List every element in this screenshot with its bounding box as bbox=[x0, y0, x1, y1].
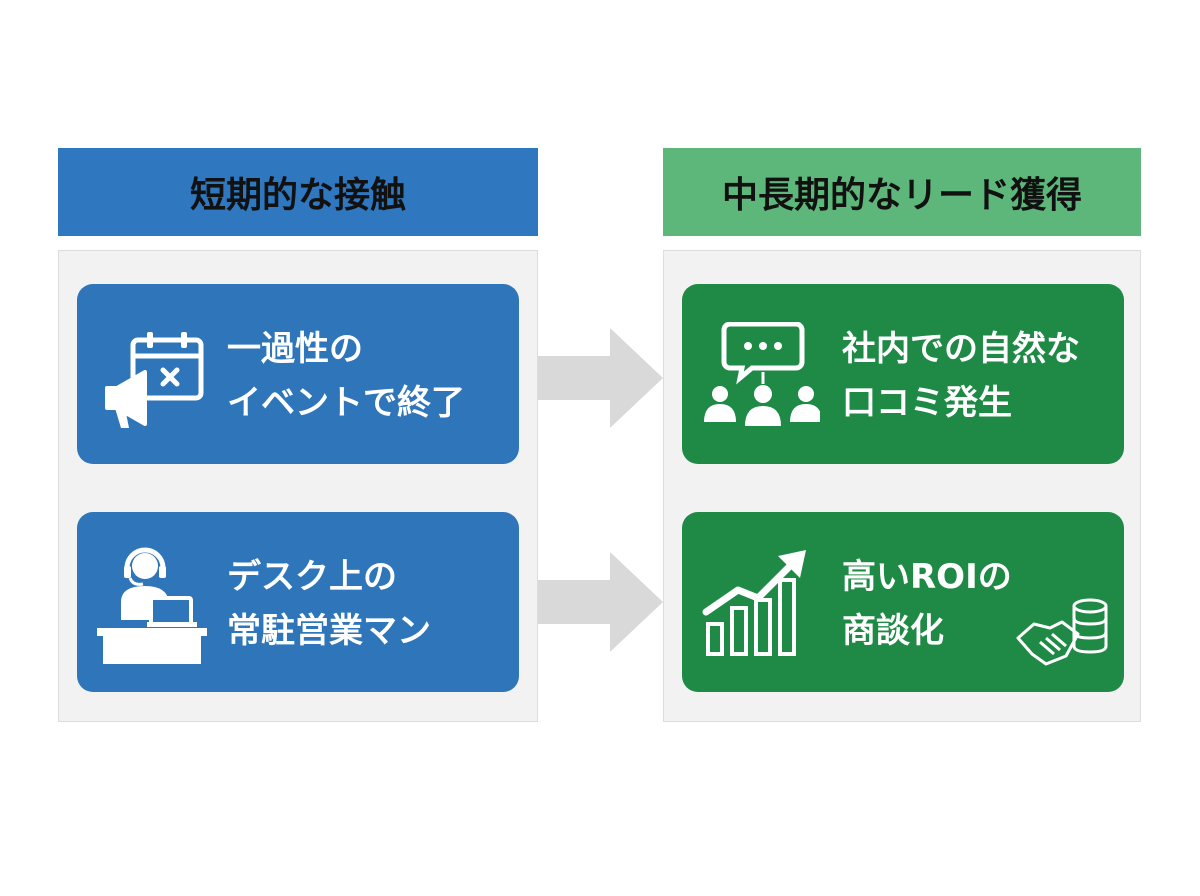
word-of-mouth-people-icon bbox=[704, 322, 820, 426]
one-off-event-card: 一過性の イベントで終了 bbox=[77, 284, 519, 464]
arrow-right-icon bbox=[538, 552, 663, 652]
megaphone-calendar-icon bbox=[105, 332, 204, 428]
short-term-header: 短期的な接触 bbox=[58, 148, 538, 236]
card-text: 一過性の イベントで終了 bbox=[227, 329, 465, 423]
high-roi-deal-card: 高いROIの 商談化 bbox=[682, 512, 1124, 692]
card-text: デスク上の 常駐営業マン bbox=[227, 557, 431, 651]
card-text: 高いROIの 商談化 bbox=[842, 557, 1012, 651]
card-text: 社内での自然な 口コミ発生 bbox=[842, 329, 1080, 423]
growth-chart-icon bbox=[702, 550, 806, 656]
handshake-coins-icon bbox=[1016, 598, 1108, 666]
desk-operator-icon bbox=[97, 547, 207, 664]
long-term-header: 中長期的なリード獲得 bbox=[663, 148, 1141, 236]
arrow-right-icon bbox=[538, 328, 663, 428]
desk-salesperson-card: デスク上の 常駐営業マン bbox=[77, 512, 519, 692]
word-of-mouth-card: 社内での自然な 口コミ発生 bbox=[682, 284, 1124, 464]
